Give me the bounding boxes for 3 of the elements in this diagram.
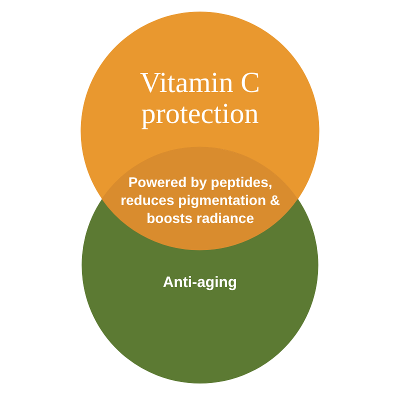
circle-label: Anti-aging: [162, 274, 238, 292]
circle-title: Vitamin C protection: [139, 68, 261, 130]
overlap-text: Powered by peptides, reduces pigmentation & boosts radiance: [120, 173, 282, 227]
